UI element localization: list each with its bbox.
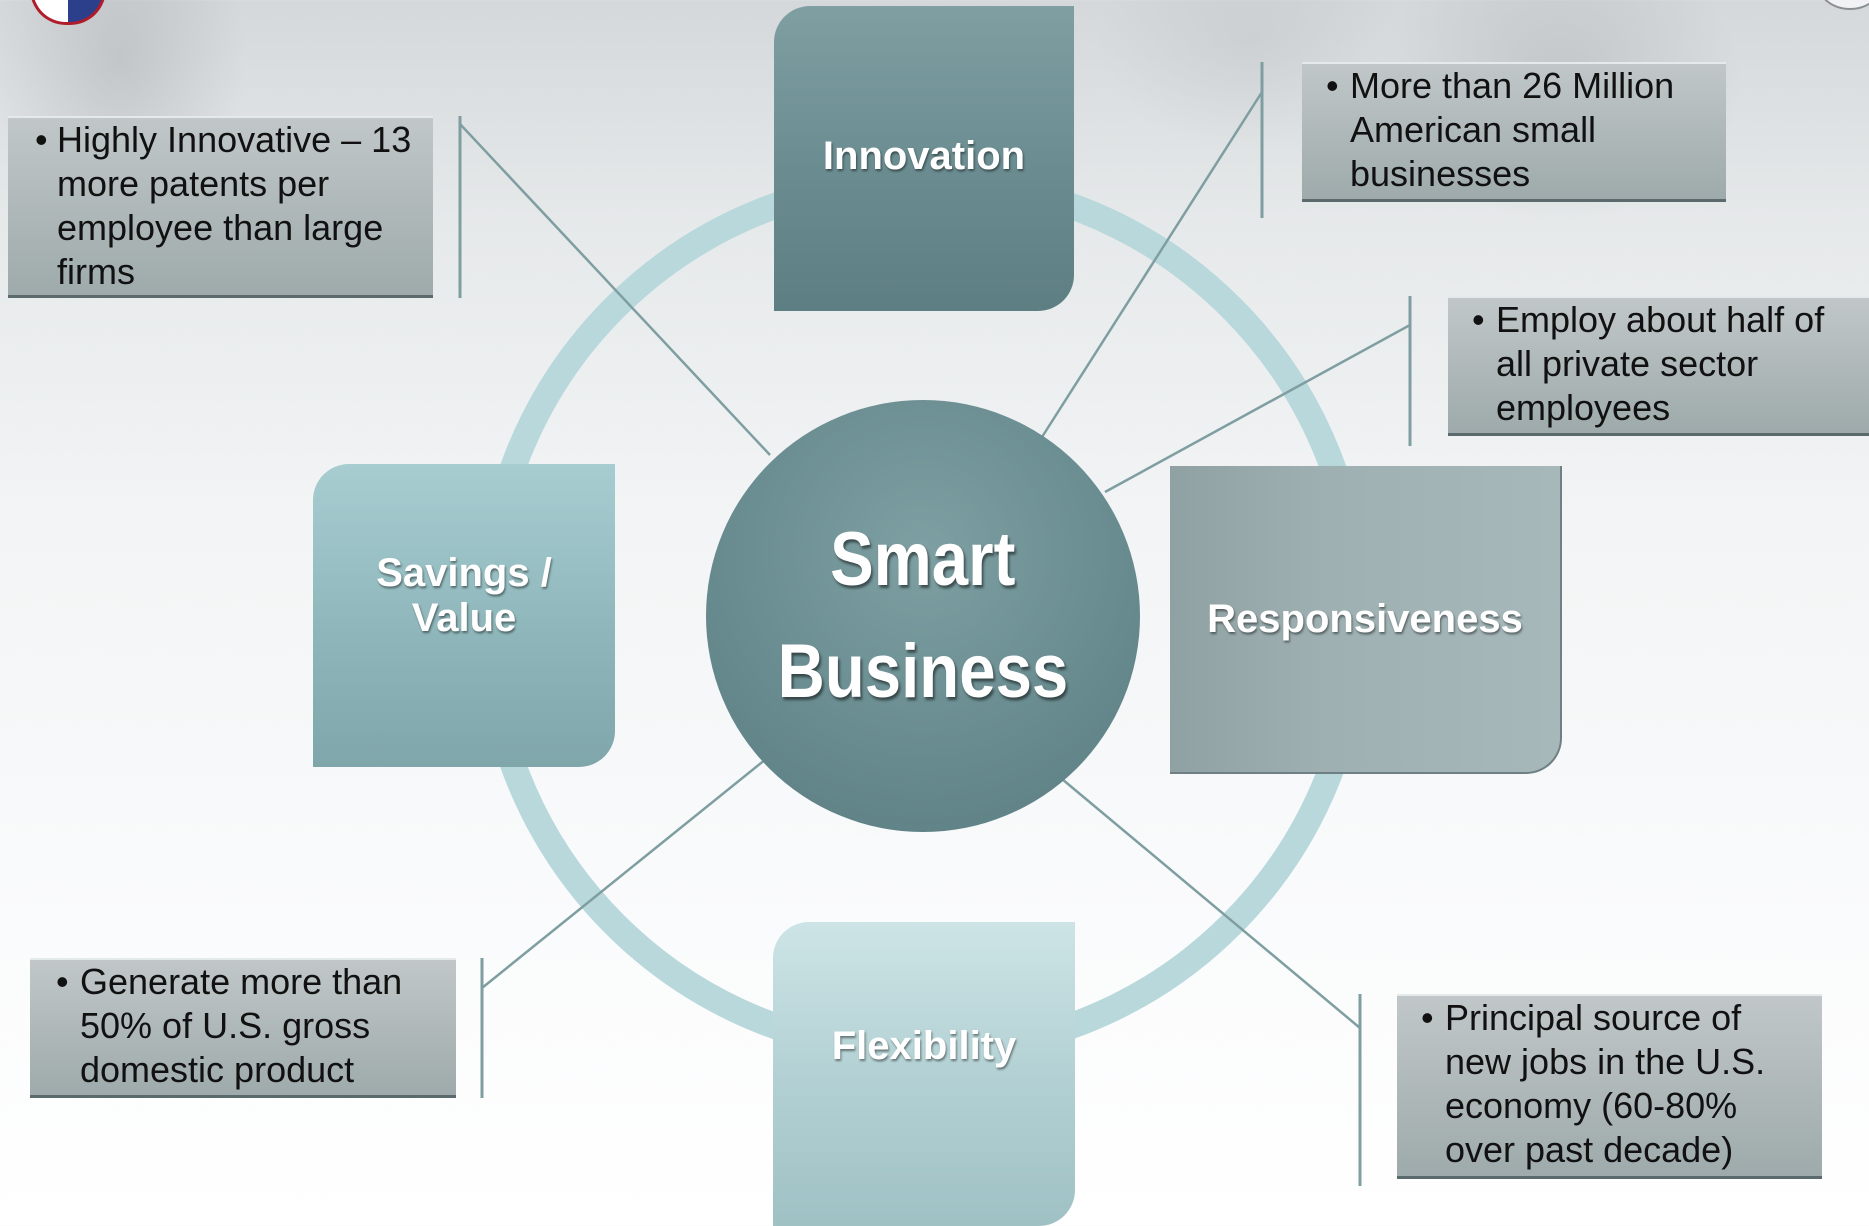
node-savings-value: Savings / Value bbox=[313, 464, 615, 767]
node-innovation-label: Innovation bbox=[822, 134, 1026, 178]
callout-line: Generate more than bbox=[80, 961, 403, 1002]
callout-line: new jobs in the U.S. bbox=[1445, 1041, 1766, 1082]
callout-line: More than 26 Million bbox=[1350, 65, 1675, 106]
center-circle: Smart Business bbox=[706, 400, 1140, 832]
node-flexibility-label: Flexibility bbox=[831, 1023, 1017, 1068]
connector-employ bbox=[1104, 323, 1411, 494]
node-responsiveness-label: Responsiveness bbox=[1207, 596, 1523, 641]
connector-count bbox=[1040, 91, 1264, 438]
callout-line: domestic product bbox=[80, 1049, 355, 1090]
callout-new-jobs: • Principal source of new jobs in the U.… bbox=[1397, 994, 1822, 1179]
callout-line: firms bbox=[57, 251, 135, 292]
callout-business-count: • More than 26 Million American small bu… bbox=[1302, 62, 1726, 202]
bullet-icon: • bbox=[1421, 997, 1434, 1038]
callout-line: all private sector bbox=[1496, 343, 1759, 384]
callout-employment: • Employ about half of all private secto… bbox=[1448, 296, 1869, 436]
node-savings-label-line2: Value bbox=[411, 595, 517, 640]
node-responsiveness: Responsiveness bbox=[1170, 466, 1562, 774]
callout-line: employee than large bbox=[57, 207, 384, 248]
callout-line: Employ about half of bbox=[1496, 299, 1825, 340]
connector-jobs bbox=[1061, 778, 1361, 1029]
center-title-line2: Business bbox=[777, 629, 1069, 714]
connector-gdp bbox=[481, 758, 767, 989]
callout-patents: • Highly Innovative – 13 more patents pe… bbox=[8, 116, 433, 298]
bullet-icon: • bbox=[35, 119, 48, 160]
callout-line: Highly Innovative – 13 bbox=[57, 119, 412, 160]
callout-line: employees bbox=[1496, 387, 1671, 428]
callout-line: Principal source of bbox=[1445, 997, 1742, 1038]
callout-line: businesses bbox=[1350, 153, 1531, 194]
callout-line: American small bbox=[1350, 109, 1597, 150]
callout-line: over past decade) bbox=[1445, 1129, 1734, 1170]
callout-line: economy (60-80% bbox=[1445, 1085, 1738, 1126]
node-savings-label-line1: Savings / bbox=[376, 550, 552, 595]
center-title-line1: Smart bbox=[830, 517, 1016, 602]
callout-line: 50% of U.S. gross bbox=[80, 1005, 371, 1046]
connector-patents bbox=[459, 123, 771, 456]
node-flexibility: Flexibility bbox=[773, 922, 1075, 1226]
bullet-icon: • bbox=[56, 961, 69, 1002]
callout-line: more patents per bbox=[57, 163, 330, 204]
callout-gdp: • Generate more than 50% of U.S. gross d… bbox=[30, 958, 456, 1098]
node-innovation: Innovation bbox=[774, 6, 1074, 311]
bullet-icon: • bbox=[1326, 65, 1339, 106]
bullet-icon: • bbox=[1472, 299, 1485, 340]
